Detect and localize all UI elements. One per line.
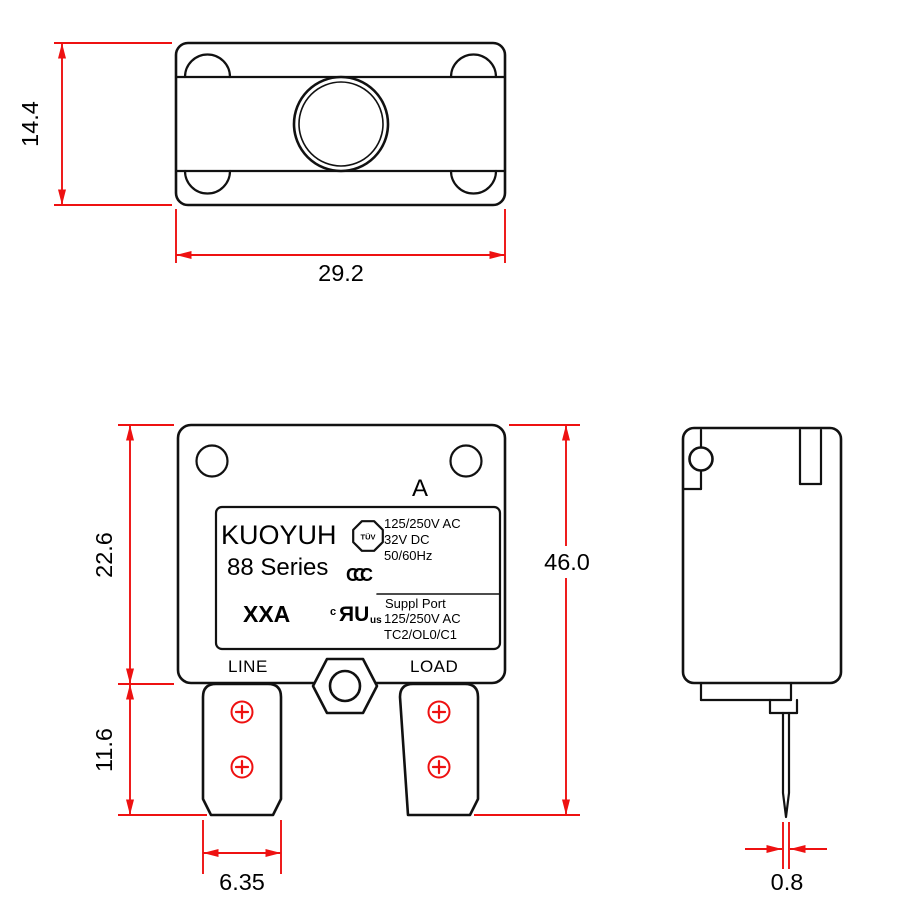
front-view-dimensions: 22.6 11.6 46.0 6.35 — [91, 424, 590, 895]
ul-recognized-mark: c ЯU us — [330, 603, 382, 626]
corner-recess-bottom-right — [449, 169, 498, 195]
side-view-dimensions: 0.8 — [745, 822, 827, 895]
mounting-hole-left — [195, 444, 229, 478]
front-view: A KUOYUH 88 Series XXA TÜV CCC c ЯU — [176, 423, 507, 817]
corner-recess-top-left — [183, 53, 232, 79]
reset-button-inner-circle — [298, 81, 384, 167]
line-terminal-label: LINE — [228, 657, 268, 676]
ul-ru-icon: ЯU — [339, 603, 369, 626]
dimension-value-body-height: 22.6 — [91, 532, 117, 578]
dimension-value-terminal-height: 11.6 — [91, 728, 117, 772]
tuv-text: TÜV — [361, 533, 376, 542]
side-view — [681, 426, 843, 819]
rating-line-2: 32V DC — [384, 532, 430, 547]
suppl-line-3: TC2/OL0/C1 — [384, 627, 457, 642]
top-view-dimensions: 14.4 29.2 — [17, 42, 506, 286]
center-rivet-circle — [328, 669, 362, 703]
corner-recess-bottom-left — [183, 169, 232, 195]
rating-line-3: 50/60Hz — [384, 548, 432, 563]
top-view — [174, 41, 507, 207]
ratings-column: 125/250V AC 32V DC 50/60Hz — [384, 516, 461, 563]
terminal-hole-markers — [230, 700, 451, 779]
brand-text: KUOYUH — [221, 520, 337, 550]
supplementary-column: Suppl Port 125/250V AC TC2/OL0/C1 — [384, 596, 461, 642]
ul-us-text: us — [370, 615, 382, 626]
load-terminal-label: LOAD — [410, 657, 458, 676]
dimension-value-top-height: 14.4 — [17, 101, 43, 147]
dimension-value-pin-thickness: 0.8 — [771, 869, 804, 895]
plus-marker — [427, 755, 451, 779]
dimension-value-overall-height: 46.0 — [544, 549, 590, 575]
nameplate-label: KUOYUH 88 Series XXA TÜV CCC c ЯU us — [214, 505, 502, 651]
dimension-value-terminal-width: 6.35 — [219, 869, 265, 895]
series-text: 88 Series — [227, 554, 328, 581]
dimension-value-top-width: 29.2 — [318, 260, 364, 286]
side-mounting-hole — [688, 446, 714, 472]
tuv-octagon-icon — [352, 520, 384, 552]
side-body-outline — [681, 426, 843, 685]
line-terminal-blade — [201, 682, 283, 817]
tuv-logo: TÜV — [352, 520, 384, 552]
current-rating-text: XXA — [243, 601, 290, 627]
plus-marker — [230, 700, 254, 724]
side-latch-slot — [798, 428, 823, 486]
rating-line-1: 125/250V AC — [384, 516, 461, 531]
plus-marker — [427, 700, 451, 724]
mounting-hole-right — [449, 444, 483, 478]
corner-recess-top-right — [449, 53, 498, 79]
suppl-line-1: Suppl Port — [385, 596, 446, 611]
plus-marker — [230, 755, 254, 779]
suppl-line-2: 125/250V AC — [384, 611, 461, 626]
ul-c-text: c — [330, 606, 336, 618]
terminal-pin-profile — [781, 711, 791, 819]
nameplate-border — [214, 505, 502, 651]
reset-button-outer-circle — [292, 75, 390, 173]
load-terminal-blade — [398, 682, 480, 817]
marking-a: A — [412, 475, 428, 502]
side-bottom-steps — [699, 681, 799, 715]
